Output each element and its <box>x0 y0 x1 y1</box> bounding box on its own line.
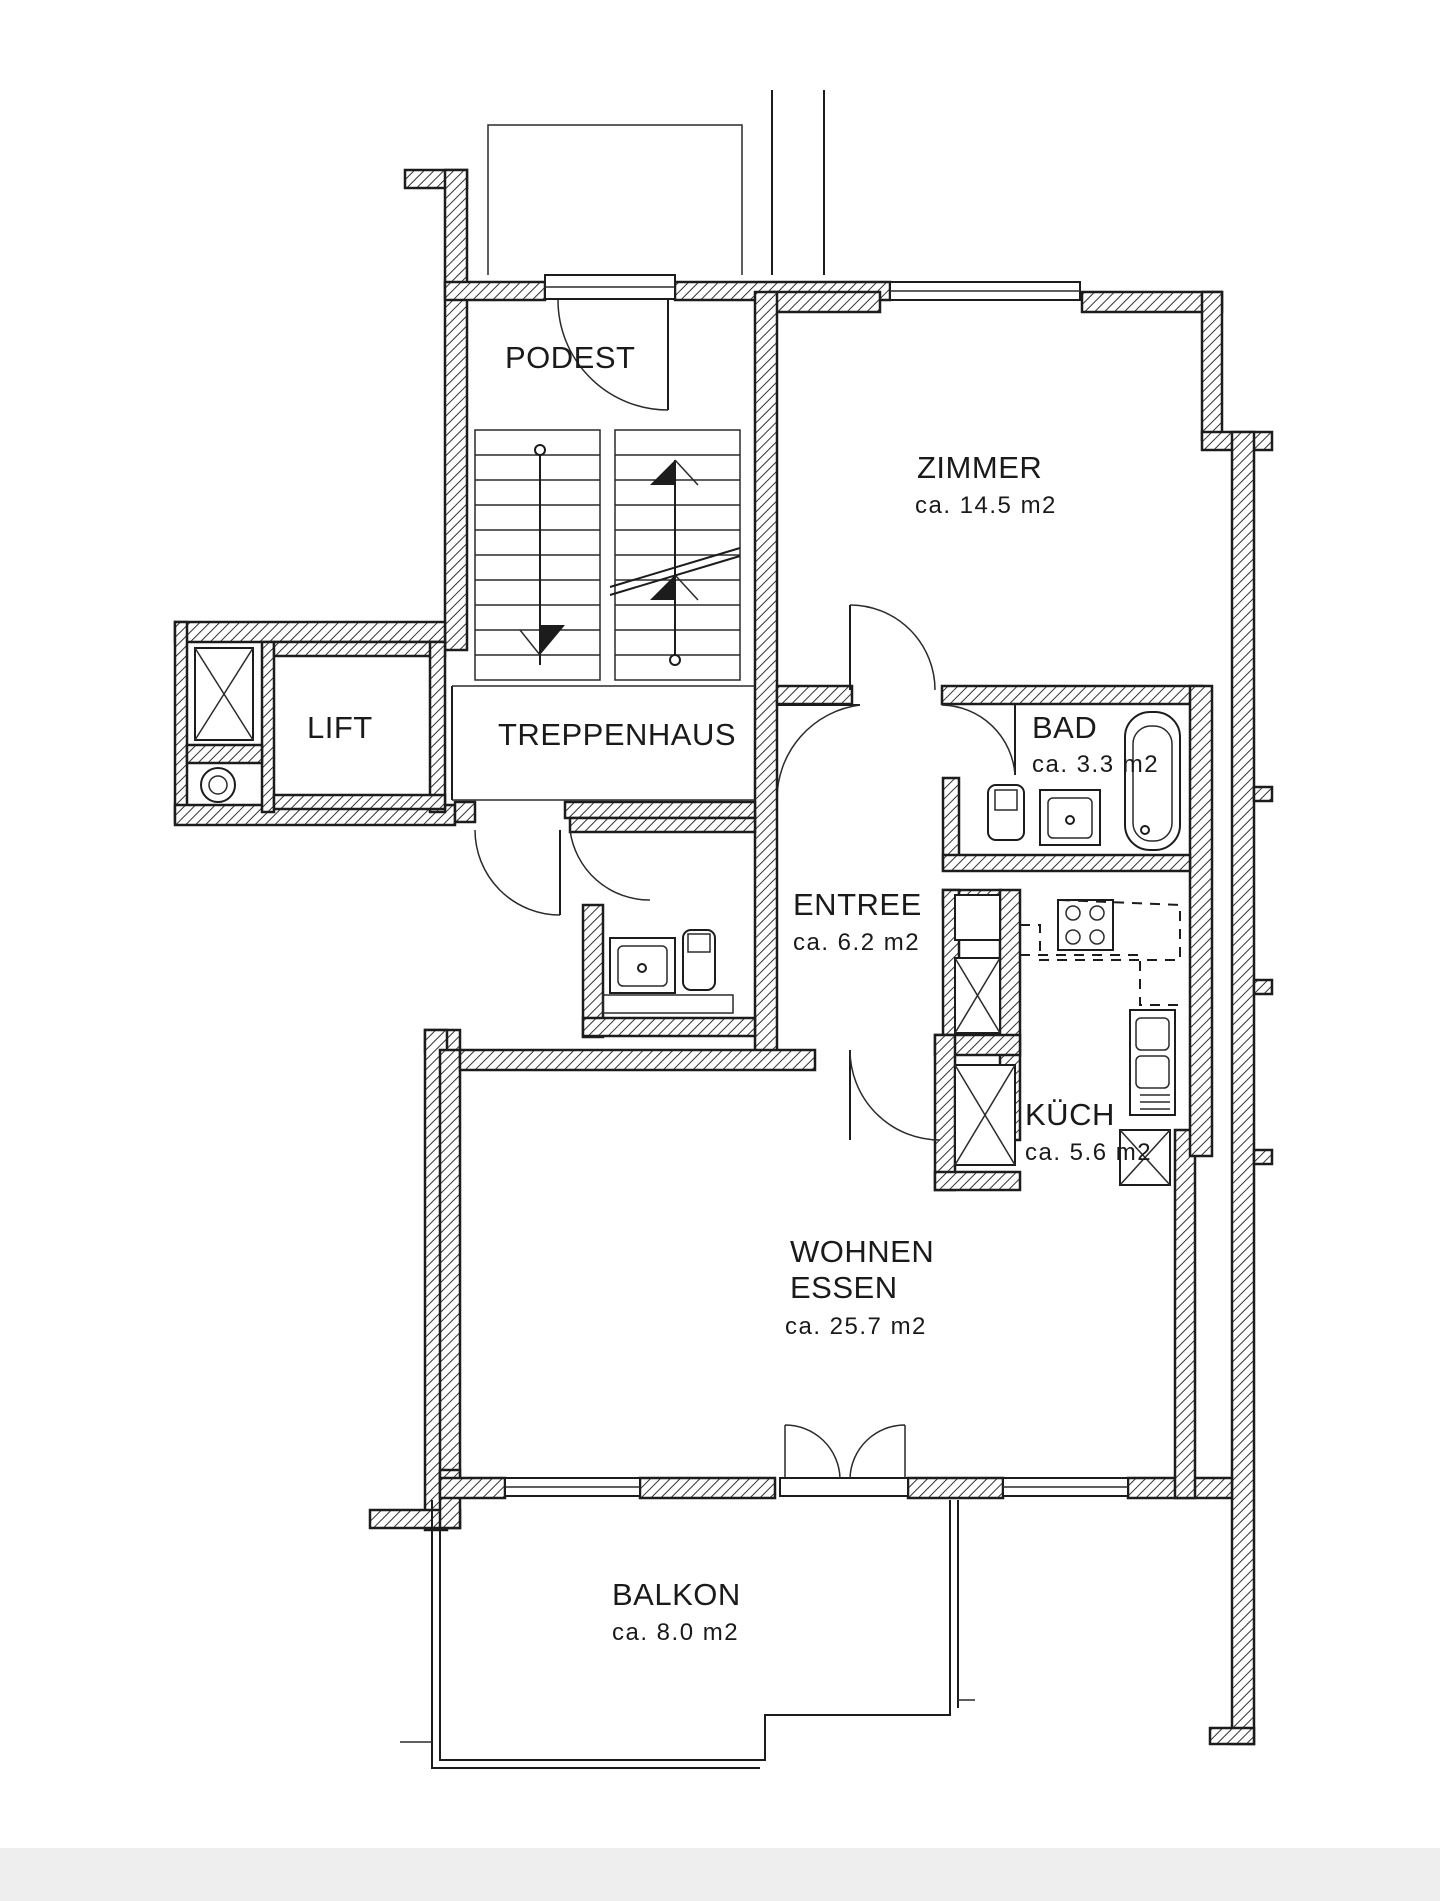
room-label-essen: ESSEN <box>790 1270 898 1305</box>
room-label-wohnen: WOHNEN <box>790 1234 934 1269</box>
doors <box>451 299 1016 1497</box>
room-area-zimmer: ca. 14.5 m2 <box>915 492 1057 519</box>
room-area-kueche: ca. 5.6 m2 <box>1025 1139 1152 1166</box>
outer-walls <box>173 168 1274 1746</box>
room-label-balkon: BALKON <box>612 1577 741 1612</box>
windows <box>504 274 1129 1497</box>
room-area-wohnen: ca. 25.7 m2 <box>785 1313 927 1340</box>
service-shafts <box>954 894 1016 1166</box>
room-label-treppenhaus: TREPPENHAUS <box>498 717 736 752</box>
room-labels: PODEST ZIMMER ca. 14.5 m2 LIFT TREPPENHA… <box>307 340 1159 1646</box>
bathroom-fixtures <box>987 711 1181 851</box>
balcony <box>400 1500 975 1769</box>
scan-edge <box>0 1848 1440 1901</box>
room-area-entree: ca. 6.2 m2 <box>793 929 920 956</box>
room-area-bad: ca. 3.3 m2 <box>1032 751 1159 778</box>
top-terrace <box>487 90 825 275</box>
kitchen-fixtures <box>1020 899 1181 1186</box>
wc-fixtures <box>602 929 734 1014</box>
room-label-bad: BAD <box>1032 710 1097 745</box>
lift-shaft <box>185 647 264 803</box>
room-label-zimmer: ZIMMER <box>917 450 1042 485</box>
room-label-lift: LIFT <box>307 710 373 745</box>
room-label-entree: ENTREE <box>793 887 922 922</box>
room-label-kueche: KÜCH <box>1025 1097 1115 1132</box>
room-area-balkon: ca. 8.0 m2 <box>612 1619 739 1646</box>
staircase <box>452 429 755 801</box>
interior-walls <box>453 290 1214 1192</box>
room-label-podest: PODEST <box>505 340 635 375</box>
